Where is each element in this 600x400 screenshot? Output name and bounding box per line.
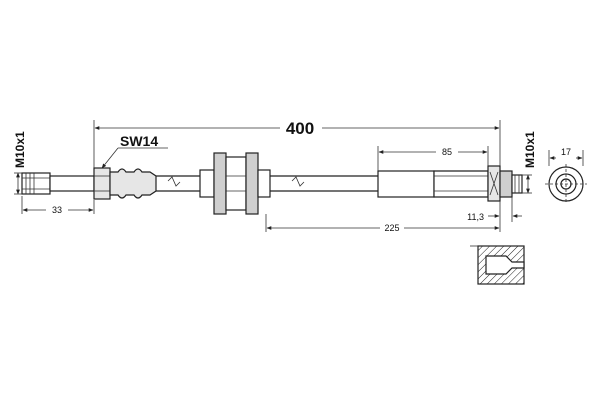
left-fitting-dim-label: 33: [52, 205, 62, 215]
hose-left: [156, 175, 200, 192]
bracket-plate-right: [245, 152, 259, 215]
right-fitting: [377, 165, 523, 202]
mounting-bracket: [199, 152, 271, 215]
dim-left-thread: [14, 172, 22, 195]
dim-right-fitting: [377, 146, 489, 171]
section-detail: [470, 245, 525, 285]
dim-overall: [93, 120, 501, 168]
right-offset-dim-label: 11,3: [467, 212, 484, 222]
dim-wrench: [101, 147, 168, 169]
end-view-dim-label: 17: [561, 147, 571, 157]
right-fitting-dim-label: 85: [442, 147, 452, 157]
right-thread-label: M10x1: [523, 131, 537, 168]
dim-left-fitting: [21, 196, 95, 214]
break-symbol-right: [291, 176, 305, 187]
dim-end-view: [548, 150, 584, 166]
overall-length-label: 400: [286, 119, 314, 138]
left-fitting: [21, 167, 157, 200]
bracket-body: [225, 156, 247, 211]
dim-right-offset: [488, 197, 522, 222]
break-symbol-left: [167, 176, 181, 187]
right-sleeve: [377, 170, 435, 198]
dim-right-section: [265, 214, 501, 232]
right-section-dim-label: 225: [384, 223, 399, 233]
left-thread-label: M10x1: [13, 131, 27, 168]
crimp-sleeve: [109, 168, 157, 199]
hex-nut: [93, 167, 111, 200]
wrench-size-label: SW14: [120, 133, 158, 149]
section-bore: [485, 255, 525, 275]
left-tube: [49, 175, 95, 192]
dim-right-thread: [522, 174, 532, 194]
bracket-plate-left: [213, 152, 227, 215]
end-view: [545, 164, 587, 204]
hose-middle: [270, 175, 378, 192]
right-flare: [499, 170, 513, 198]
